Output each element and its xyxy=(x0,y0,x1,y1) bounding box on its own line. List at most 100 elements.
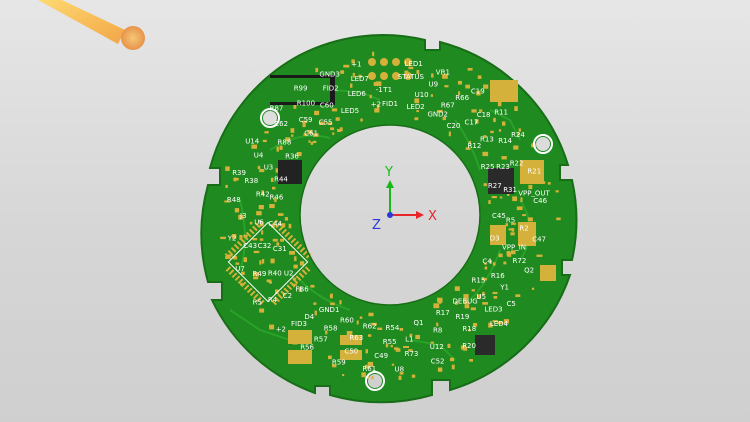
pcb-board[interactable]: FID1T1STATUSLED1LED2U10U9VR1GND2R67R66C1… xyxy=(200,34,578,404)
silkscreen-label: R19 xyxy=(456,313,470,321)
silkscreen-label: R49 xyxy=(253,270,267,278)
silkscreen-label: LED3 xyxy=(484,305,502,313)
silkscreen-label: Q2 xyxy=(524,266,534,274)
silkscreen-label: LED2 xyxy=(407,103,425,111)
silkscreen-label: D4 xyxy=(304,313,314,321)
silkscreen-label: +2 xyxy=(371,100,381,108)
silkscreen-label: R5 xyxy=(253,299,262,307)
silkscreen-label: R8 xyxy=(433,326,442,334)
silkscreen-label: C19 xyxy=(471,88,485,96)
silkscreen-label: R18 xyxy=(462,325,476,333)
silkscreen-label: R20 xyxy=(462,342,476,350)
silkscreen-label: R11 xyxy=(494,109,508,117)
silkscreen-label: R100 xyxy=(297,99,315,107)
silkscreen-label: DEBUG xyxy=(453,297,478,305)
silkscreen-label: R55 xyxy=(383,338,397,346)
silkscreen-label: LED4 xyxy=(490,320,509,328)
silkscreen-label: GND1 xyxy=(319,306,340,314)
silkscreen-label: C32 xyxy=(258,242,272,250)
silkscreen-label: C2 xyxy=(283,292,292,300)
silkscreen-label: R63 xyxy=(349,334,363,342)
silkscreen-label: U9 xyxy=(429,81,439,89)
silkscreen-label: C43 xyxy=(243,242,257,250)
silkscreen-label: +2 xyxy=(276,325,286,333)
silkscreen-label: R13 xyxy=(480,135,494,143)
silkscreen-label: R87 xyxy=(270,105,284,113)
silkscreen-label: R66 xyxy=(455,94,469,102)
silkscreen-label: R60 xyxy=(340,317,354,325)
silkscreen-label: FID3 xyxy=(291,320,307,328)
silkscreen-label: U12 xyxy=(430,343,444,351)
silkscreen-label: R2 xyxy=(519,225,528,233)
silkscreen-label: R62 xyxy=(363,323,377,331)
z-axis-label: Z xyxy=(372,218,381,233)
silkscreen-label: R39 xyxy=(232,169,246,177)
silkscreen-label: C44 xyxy=(268,220,282,228)
silkscreen-label: R23 xyxy=(496,163,510,171)
silkscreen-label: R99 xyxy=(294,84,308,92)
silkscreen-label: L1 xyxy=(405,336,413,344)
silkscreen-label: R16 xyxy=(491,272,505,280)
silkscreen-label: J3 xyxy=(239,212,247,220)
silkscreen-label: +1 xyxy=(351,61,361,69)
silkscreen-label: VR1 xyxy=(436,69,450,77)
silkscreen-label: R61 xyxy=(362,365,376,373)
silkscreen-label: R46 xyxy=(270,194,284,202)
silkscreen-label: C50 xyxy=(344,347,358,355)
silkscreen-label: FB6 xyxy=(295,285,309,293)
silkscreen-label: T1 xyxy=(382,86,392,94)
silkscreen-label: C18 xyxy=(477,111,491,119)
silkscreen-label: C17 xyxy=(465,119,479,127)
x-axis-label: X xyxy=(428,209,437,224)
silkscreen-label: C47 xyxy=(532,235,546,243)
silkscreen-label: U4 xyxy=(254,151,264,159)
silkscreen-label: R59 xyxy=(332,358,346,366)
silkscreen-label: FID1 xyxy=(382,100,398,108)
silkscreen-label: R72 xyxy=(513,257,527,265)
silkscreen-label: R17 xyxy=(436,309,450,317)
silkscreen-label: R40 xyxy=(268,269,282,277)
silkscreen-label: U7 xyxy=(235,265,245,273)
silkscreen-label: R48 xyxy=(227,196,241,204)
silkscreen-label: R58 xyxy=(324,325,338,333)
y-axis-label: Y xyxy=(384,165,393,180)
silkscreen-label: C45 xyxy=(492,212,506,220)
silkscreen-label: C5 xyxy=(507,300,516,308)
silkscreen-label: R44 xyxy=(274,176,288,184)
silkscreen-label: C20 xyxy=(447,122,461,130)
silkscreen-label: GND3 xyxy=(319,70,340,78)
silkscreen-label: C59 xyxy=(299,116,313,124)
silkscreen-label: R15 xyxy=(472,277,486,285)
silkscreen-label: Y1 xyxy=(499,284,509,292)
silkscreen-label: U5 xyxy=(477,293,487,301)
silkscreen-label: R25 xyxy=(481,163,495,171)
silkscreen-label: STATUS xyxy=(398,73,425,81)
silkscreen-label: VPP_IN xyxy=(502,244,526,252)
silkscreen-label: R5 xyxy=(506,217,515,225)
silkscreen-label: R67 xyxy=(441,102,455,110)
silkscreen-label: R27 xyxy=(488,182,502,190)
silkscreen-label: R24 xyxy=(511,131,525,139)
silkscreen-label: LED5 xyxy=(341,107,359,115)
axes-gizmo[interactable]: Y X Z xyxy=(372,165,437,233)
sun-icon xyxy=(38,0,145,50)
silkscreen-label: U10 xyxy=(415,91,429,99)
silkscreen-label: R36 xyxy=(285,153,299,161)
silkscreen-label: R22 xyxy=(510,159,524,167)
silkscreen-label: Y2 xyxy=(227,235,237,243)
silkscreen-label: C4 xyxy=(482,257,492,265)
silkscreen-label: FID2 xyxy=(323,84,339,92)
silkscreen-label: R21 xyxy=(527,167,541,175)
silkscreen-label: C46 xyxy=(533,197,547,205)
silkscreen-label: LED6 xyxy=(348,90,367,98)
silkscreen-label: R38 xyxy=(244,177,258,185)
silkscreen-label: U14 xyxy=(245,138,260,146)
silkscreen-label: LED1 xyxy=(405,60,423,68)
silkscreen-label: C52 xyxy=(431,357,445,365)
silkscreen-label: D3 xyxy=(490,235,500,243)
silkscreen-label: U6 xyxy=(254,219,264,227)
silkscreen-label: R88 xyxy=(278,139,292,147)
silkscreen-label: R31 xyxy=(503,186,517,194)
silkscreen-label: C61 xyxy=(304,130,318,138)
